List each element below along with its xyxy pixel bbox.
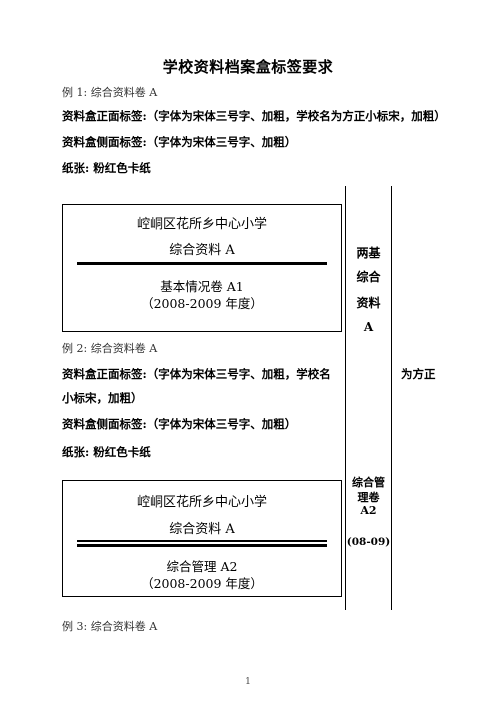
label-box-2-rule-top — [77, 540, 327, 542]
side-strip-line-3: 资料 — [356, 296, 381, 310]
example-2-front-label: 资料盒正面标签:（字体为宋体三号字、加粗，学校名 — [62, 367, 331, 381]
side-strip-line-6: 理卷 — [357, 491, 380, 504]
page-number: 1 — [245, 677, 251, 687]
label-box-1-volume: 基本情况卷 A1 — [160, 279, 244, 294]
label-box-2-year: （2008-2009 年度） — [141, 576, 263, 591]
label-box-1-category: 综合资料 A — [169, 243, 235, 258]
example-2-side-label: 资料盒侧面标签:（字体为宋体三号字、加粗） — [62, 417, 297, 431]
label-box-2-rule-bottom — [77, 544, 327, 547]
side-strip-line-7: A2 — [360, 504, 377, 517]
example-2-front-label-wrap: 小标宋，加粗） — [62, 391, 143, 405]
page-title: 学校资料档案盒标签要求 — [162, 58, 334, 76]
example-3-heading: 例 3: 综合资料卷 A — [62, 620, 158, 633]
label-box-2-school: 崆峒区花所乡中心小学 — [136, 495, 267, 510]
side-strip-line-5: 综合管 — [352, 476, 385, 489]
side-strip-line-4: A — [363, 320, 374, 334]
side-strip-line-2: 综合 — [356, 270, 381, 284]
label-box-1-school: 崆峒区花所乡中心小学 — [136, 217, 267, 232]
example-1-paper: 纸张: 粉红色卡纸 — [62, 161, 151, 175]
label-box-1-year: （2008-2009 年度） — [141, 296, 263, 311]
example-1-heading: 例 1: 综合资料卷 A — [62, 86, 158, 99]
label-box-2-volume: 综合管理 A2 — [166, 559, 238, 574]
example-1-side-label: 资料盒侧面标签:（字体为宋体三号字、加粗） — [62, 135, 297, 149]
example-2-front-label-cont: 为方正 — [401, 367, 436, 381]
example-2-heading: 例 2: 综合资料卷 A — [62, 342, 158, 355]
label-box-1: 崆峒区花所乡中心小学 综合资料 A 基本情况卷 A1 （2008-2009 年度… — [62, 204, 342, 332]
side-strip-line-8: (08-09) — [346, 536, 391, 548]
label-box-1-rule — [77, 262, 327, 265]
example-2-paper: 纸张: 粉红色卡纸 — [62, 445, 151, 459]
label-box-2-category: 综合资料 A — [169, 522, 235, 537]
side-label-strip: 两基 综合 资料 A 综合管 理卷 A2 (08-09) — [345, 186, 392, 610]
example-1-front-label: 资料盒正面标签:（字体为宋体三号字、加粗，学校名为方正小标宋，加粗） — [62, 109, 446, 123]
side-strip-line-1: 两基 — [356, 246, 381, 260]
label-box-2: 崆峒区花所乡中心小学 综合资料 A 综合管理 A2 （2008-2009 年度） — [62, 480, 342, 597]
